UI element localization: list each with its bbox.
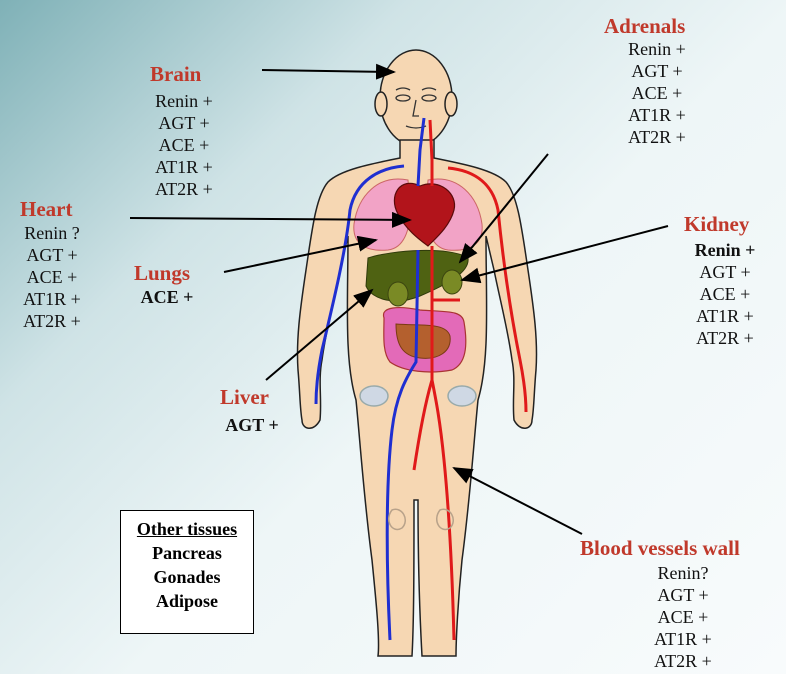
brain-list: Renin + AGT + ACE + AT1R + AT2R + <box>144 90 224 200</box>
other-tissues-box: Other tissues Pancreas Gonades Adipose <box>120 510 254 634</box>
lungs-title: Lungs <box>134 261 190 286</box>
kidney-item: Renin + <box>682 239 768 261</box>
liver-title: Liver <box>220 385 269 410</box>
kidney-left <box>388 282 408 306</box>
kidney-item: ACE + <box>682 283 768 305</box>
liver-item: AGT + <box>216 414 288 436</box>
brain-item: AT2R + <box>144 178 224 200</box>
other-tissue-item: Pancreas <box>121 541 253 565</box>
adrenals-item: AGT + <box>614 60 700 82</box>
brain-item: AT1R + <box>144 156 224 178</box>
vessels-list: Renin? AGT + ACE + AT1R + AT2R + <box>640 562 726 672</box>
vessels-title: Blood vessels wall <box>580 536 740 561</box>
head <box>380 50 452 146</box>
adrenals-title: Adrenals <box>604 14 685 39</box>
lungs-item: ACE + <box>132 286 202 308</box>
adrenals-item: AT2R + <box>614 126 700 148</box>
vessels-item: Renin? <box>640 562 726 584</box>
vessels-item: AT2R + <box>640 650 726 672</box>
adrenals-item: ACE + <box>614 82 700 104</box>
heart-item: AT1R + <box>8 288 96 310</box>
kidney-title: Kidney <box>684 212 749 237</box>
heart-item: ACE + <box>8 266 96 288</box>
adrenals-item: Renin + <box>614 38 700 60</box>
brain-arrow <box>262 70 394 72</box>
heart-item: Renin ? <box>8 222 96 244</box>
brain-title: Brain <box>150 62 201 87</box>
other-tissue-item: Gonades <box>121 565 253 589</box>
brain-item: ACE + <box>144 134 224 156</box>
vessels-item: AT1R + <box>640 628 726 650</box>
brain-item: AGT + <box>144 112 224 134</box>
kidney-list: Renin + AGT + ACE + AT1R + AT2R + <box>682 239 768 349</box>
heart-title: Heart <box>20 197 72 222</box>
kidney-item: AGT + <box>682 261 768 283</box>
kidney-item: AT2R + <box>682 327 768 349</box>
heart-item: AT2R + <box>8 310 96 332</box>
lungs-list: ACE + <box>132 286 202 308</box>
adrenals-list: Renin + AGT + ACE + AT1R + AT2R + <box>614 38 700 148</box>
liver-list: AGT + <box>216 414 288 436</box>
vessels-arrow <box>454 468 582 534</box>
heart-item: AGT + <box>8 244 96 266</box>
kidney-item: AT1R + <box>682 305 768 327</box>
intestines <box>383 308 465 372</box>
vessels-item: ACE + <box>640 606 726 628</box>
other-tissue-item: Adipose <box>121 589 253 613</box>
adrenals-item: AT1R + <box>614 104 700 126</box>
vessels-item: AGT + <box>640 584 726 606</box>
heart-list: Renin ? AGT + ACE + AT1R + AT2R + <box>8 222 96 332</box>
other-tissues-title: Other tissues <box>121 517 253 541</box>
brain-item: Renin + <box>144 90 224 112</box>
kidney-right <box>442 270 462 294</box>
